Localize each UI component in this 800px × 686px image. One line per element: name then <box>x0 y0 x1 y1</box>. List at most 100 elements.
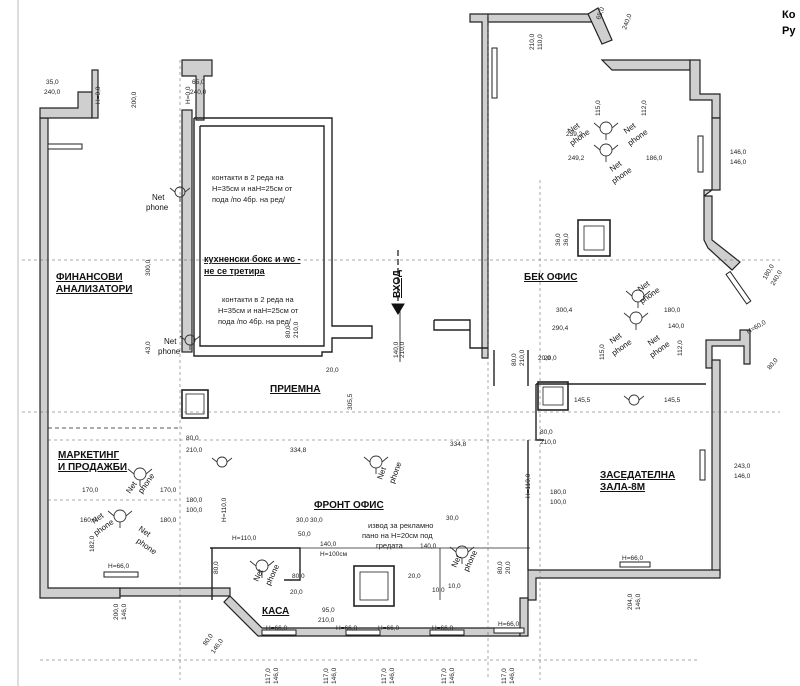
dim-label: 80,0 <box>540 429 553 436</box>
dim-label: 10,0 <box>432 587 445 594</box>
dim-label: 80,0 <box>186 435 199 442</box>
dim-label: Н=110,0 <box>525 473 532 498</box>
dim-label: 186,0 <box>646 155 663 162</box>
dim-label: 170,0 <box>160 487 177 494</box>
dim-label: 210,0 <box>293 321 300 338</box>
dim-label: 146,0 <box>331 667 338 684</box>
corner-text-2: Ру <box>782 25 796 37</box>
room-marketing-line1: МАРКЕТИНГ <box>58 450 120 461</box>
dim-label: 334,8 <box>290 447 307 454</box>
dim-label: 20,0 <box>538 355 551 362</box>
dim-label: 243,0 <box>734 463 751 470</box>
outer-walls <box>39 7 751 637</box>
note-advert-3: гредата <box>376 541 404 550</box>
dim-label: 182,0 <box>89 535 96 552</box>
note-contacts-top-1: контакти в 2 реда на <box>212 173 285 182</box>
dim-label: 334,8 <box>450 441 467 448</box>
net-phone-label: Net <box>152 193 165 202</box>
room-marketing-line2: И ПРОДАЖБИ <box>58 462 127 473</box>
note-contacts-bottom-1: контакти в 2 реда на <box>222 295 295 304</box>
net-phone-label: Net <box>164 337 177 346</box>
note-advert-2: пано на Н=20см под <box>362 531 433 540</box>
dimension-labels: 35,0 240,0 65,0 240,0 65,0 240,0 210,0 1… <box>44 6 784 684</box>
dim-label: 117,0 <box>381 668 388 684</box>
dim-label: 210,0 <box>318 617 335 624</box>
dim-label: 160,0 <box>80 517 97 524</box>
dim-label: 145,5 <box>664 397 681 404</box>
dim-label: 50,0 <box>298 531 311 538</box>
dim-label: 65,0 <box>192 79 205 86</box>
dim-label: 140,0 <box>320 541 337 548</box>
room-meeting-line2: ЗАЛА-8М <box>600 482 645 493</box>
dim-label: 146,0 <box>635 593 642 610</box>
dim-label: 146,0 <box>509 667 516 684</box>
inner-walls <box>48 117 706 607</box>
dimension-lines <box>22 14 780 680</box>
dim-label: 112,0 <box>641 100 648 116</box>
dim-label: 36,0 <box>563 233 570 246</box>
dim-label: 210,0 <box>529 33 536 50</box>
dim-label: 210,0 <box>540 439 557 446</box>
dim-label: 35,0 <box>46 79 59 86</box>
dim-label: Н=100см <box>320 551 348 558</box>
note-contacts-top-2: Н=35см и наН=25см от <box>212 184 293 193</box>
note-contacts-bottom-3: пода /по 4бр. на ред/ <box>218 317 292 326</box>
dim-label: 305,5 <box>347 393 354 410</box>
room-financial-line2: АНАЛИЗАТОРИ <box>56 284 132 295</box>
dim-label: 170,0 <box>82 487 99 494</box>
dim-label: 146,0 <box>734 473 751 480</box>
dim-label: 180,0 <box>186 497 203 504</box>
dim-label: 30,0 <box>446 515 459 522</box>
dim-label: 140,0 <box>420 543 437 550</box>
dim-label: 65,0 <box>595 6 606 21</box>
room-back-office: БЕК ОФИС <box>524 272 577 283</box>
room-kitchen-line1: кухненски бокс и wc - <box>204 254 301 264</box>
dim-label: 20,0 <box>326 367 339 374</box>
dim-label: 180,0 <box>160 517 177 524</box>
net-phone-label: phone <box>158 347 181 356</box>
dim-label: 117,0 <box>501 668 508 684</box>
dim-label: 240,0 <box>44 89 61 96</box>
dim-label: 117,0 <box>441 668 448 684</box>
room-cashier: КАСА <box>262 606 289 617</box>
room-reception: ПРИЕМНА <box>270 384 321 395</box>
dim-label: 20,0 <box>408 573 421 580</box>
dim-label: 200,0 <box>131 91 138 108</box>
dim-label: 146,0 <box>730 159 747 166</box>
windows <box>47 47 752 636</box>
dim-label: 145,5 <box>574 397 591 404</box>
dim-label: 80,0 <box>213 561 220 574</box>
dim-label: 30,0 <box>296 517 309 524</box>
dim-label: 115,0 <box>595 100 602 116</box>
dim-label: 146,0 <box>273 667 280 684</box>
dim-label: 110,0 <box>537 34 544 50</box>
dim-label: 115,0 <box>599 344 606 360</box>
dim-label: 30,0 <box>310 517 323 524</box>
dim-label: 210,0 <box>519 349 526 366</box>
dim-label: 80,0 <box>292 573 305 580</box>
dim-label: 146,0 <box>449 667 456 684</box>
dim-label: Н=66,0 <box>108 563 130 570</box>
net-phone-label: Net <box>375 465 388 481</box>
dim-label: 95,0 <box>322 607 335 614</box>
dim-label: Н=0,0 <box>95 86 102 104</box>
dim-label: 249,2 <box>568 155 585 162</box>
entrance-label: ВХОД <box>392 270 403 298</box>
dim-label: 80,0 <box>285 325 292 338</box>
dim-label: 10,0 <box>448 583 461 590</box>
dim-label: 20,0 <box>290 589 303 596</box>
room-kitchen-line2: не се третира <box>204 266 266 276</box>
dim-label: 300,0 <box>145 259 152 276</box>
dim-label: 146,0 <box>389 667 396 684</box>
note-contacts-top-3: пода /по 4бр. на ред/ <box>212 195 286 204</box>
dim-label: 20,0 <box>544 355 557 362</box>
room-front-office: ФРОНТ ОФИС <box>314 500 384 511</box>
dim-label: 290,4 <box>552 325 569 332</box>
room-meeting-line1: ЗАСЕДАТЕЛНА <box>600 470 675 481</box>
dim-label: 180,0 <box>550 489 567 496</box>
dim-label: 43,0 <box>145 341 152 354</box>
dim-label: 100,0 <box>186 507 203 514</box>
dim-label: 140,0 <box>393 341 400 358</box>
dim-label: 146,0 <box>121 603 128 620</box>
